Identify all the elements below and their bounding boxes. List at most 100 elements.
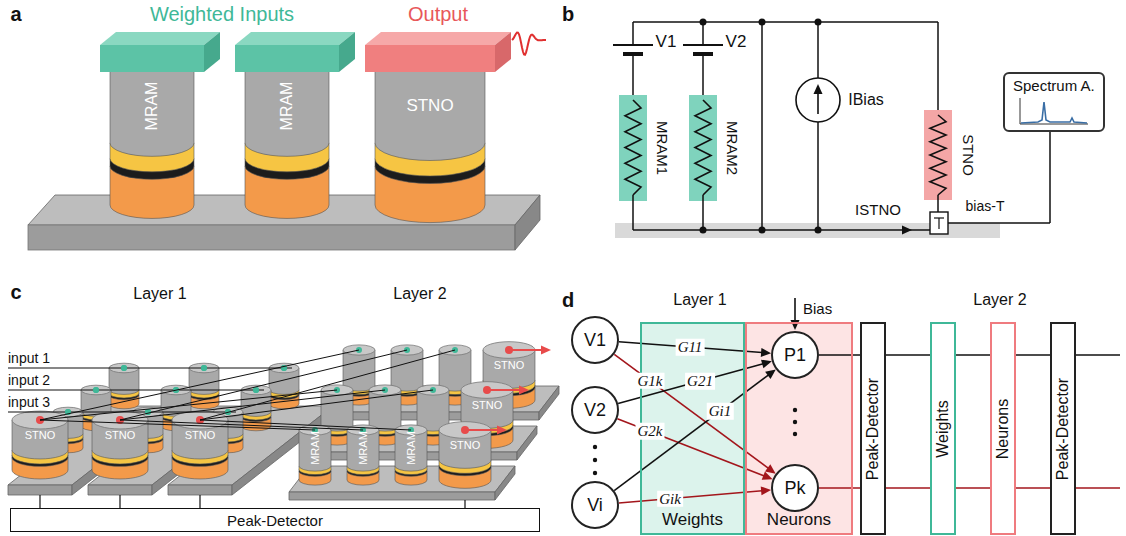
wire: [948, 222, 1050, 224]
output-arrow: [487, 389, 519, 391]
interlayer-wire: [40, 420, 315, 430]
label-text: MRAM: [357, 431, 369, 465]
weight-label: G2k: [636, 423, 665, 440]
label-text: a: [10, 3, 21, 25]
pillar-layer: [343, 350, 375, 391]
arrowhead: [519, 386, 529, 395]
arrowhead: [761, 360, 772, 369]
input-neuron: Vi: [571, 481, 619, 529]
junction-dot: [815, 227, 822, 234]
label-text: STNO: [25, 429, 56, 441]
plot-axis: [1020, 98, 1088, 124]
current-source: [796, 78, 840, 122]
label-text: STNO: [472, 399, 503, 411]
spectrum-analyzer: Spectrum A.: [1003, 72, 1105, 132]
label-text: Layer 2: [973, 291, 1026, 309]
node-text: Pk: [784, 478, 805, 499]
input-neuron: V2: [571, 386, 619, 434]
label-text: ISTNO: [855, 202, 901, 219]
label-text: STNO: [185, 429, 216, 441]
contact-dot: [201, 365, 207, 371]
current-arrow: [817, 92, 819, 114]
electrode-front: [365, 45, 495, 72]
node-text: Neurons: [994, 398, 1012, 458]
label-text: input 1: [8, 351, 50, 366]
electrode-front: [100, 45, 204, 72]
label-text: Output: [408, 3, 468, 25]
connector-line: [886, 354, 930, 356]
node-text: V2: [584, 400, 606, 421]
label-text: Layer 1: [133, 285, 186, 303]
connector: [1016, 355, 1050, 488]
electrode-side: [495, 32, 511, 72]
contact-dot: [121, 365, 127, 371]
junction-dot: [700, 227, 707, 234]
connector: [886, 355, 930, 488]
label-text: MRAM: [309, 431, 321, 465]
connector-line: [1016, 487, 1050, 489]
resistor-symbol: [625, 100, 641, 195]
arrowhead: [761, 348, 771, 357]
wire: [633, 229, 930, 231]
battery-plate: [683, 44, 723, 46]
substrate-front: [28, 225, 515, 250]
wire: [702, 195, 704, 230]
detector-wire: [199, 495, 200, 508]
contact-dot: [93, 387, 99, 393]
interlayer-wire: [200, 350, 455, 420]
weight-label: G21: [685, 373, 715, 390]
substrate-front: [88, 485, 152, 495]
output-neuron: Pk: [771, 464, 819, 512]
connector: [819, 488, 860, 489]
substrate-side: [517, 426, 537, 460]
pillar-layer: [245, 70, 329, 156]
substrate-front: [168, 485, 232, 495]
pillar-layer: [347, 430, 379, 471]
peak-detector-box: Peak-Detector: [1050, 322, 1076, 535]
electrode-top: [100, 32, 220, 45]
label-text: Bias: [803, 301, 832, 318]
arrowhead: [765, 464, 776, 474]
substrate-front: [289, 492, 495, 500]
label-text: b: [562, 3, 574, 25]
pillar-layer: [110, 70, 194, 156]
interlayer-wire: [200, 390, 433, 420]
ellipsis-dot: [593, 471, 597, 475]
wire: [817, 22, 819, 78]
arrowhead: [814, 84, 823, 94]
mram-highlight: [619, 95, 647, 201]
input-line: [8, 367, 292, 368]
junction-dot: [759, 19, 766, 26]
label-text: MRAM: [143, 82, 161, 131]
output-neuron: P1: [771, 331, 819, 379]
resistor-symbol: [930, 115, 946, 195]
connector-line: [1016, 354, 1050, 356]
contact-dot: [253, 387, 259, 393]
ellipsis-dot: [793, 432, 797, 436]
wire: [632, 22, 634, 45]
label-text: STNO: [105, 429, 136, 441]
wire: [761, 22, 763, 230]
wire: [817, 122, 819, 230]
wire: [937, 22, 939, 112]
electrode-top: [365, 32, 511, 45]
interlayer-wire: [40, 350, 359, 420]
input-line: [8, 389, 264, 390]
peak-detector-bar: Peak-Detector: [10, 508, 540, 532]
label-text: STNO: [494, 359, 525, 371]
detector-wire: [39, 495, 40, 508]
contact-dot: [121, 365, 127, 371]
connector-line: [886, 487, 930, 489]
battery-plate: [613, 44, 653, 46]
contact-dot: [93, 387, 99, 393]
neurons-band: NeuronsP1Pk: [745, 322, 853, 535]
output-line: [1076, 487, 1120, 488]
node-text: Peak-Detector: [864, 377, 882, 479]
interlayer-wire: [120, 390, 385, 420]
resistor-symbol: [695, 100, 711, 195]
node-text: V1: [584, 330, 606, 351]
wire: [702, 54, 704, 100]
substrate-side: [539, 386, 559, 420]
output-wave: [512, 33, 546, 55]
